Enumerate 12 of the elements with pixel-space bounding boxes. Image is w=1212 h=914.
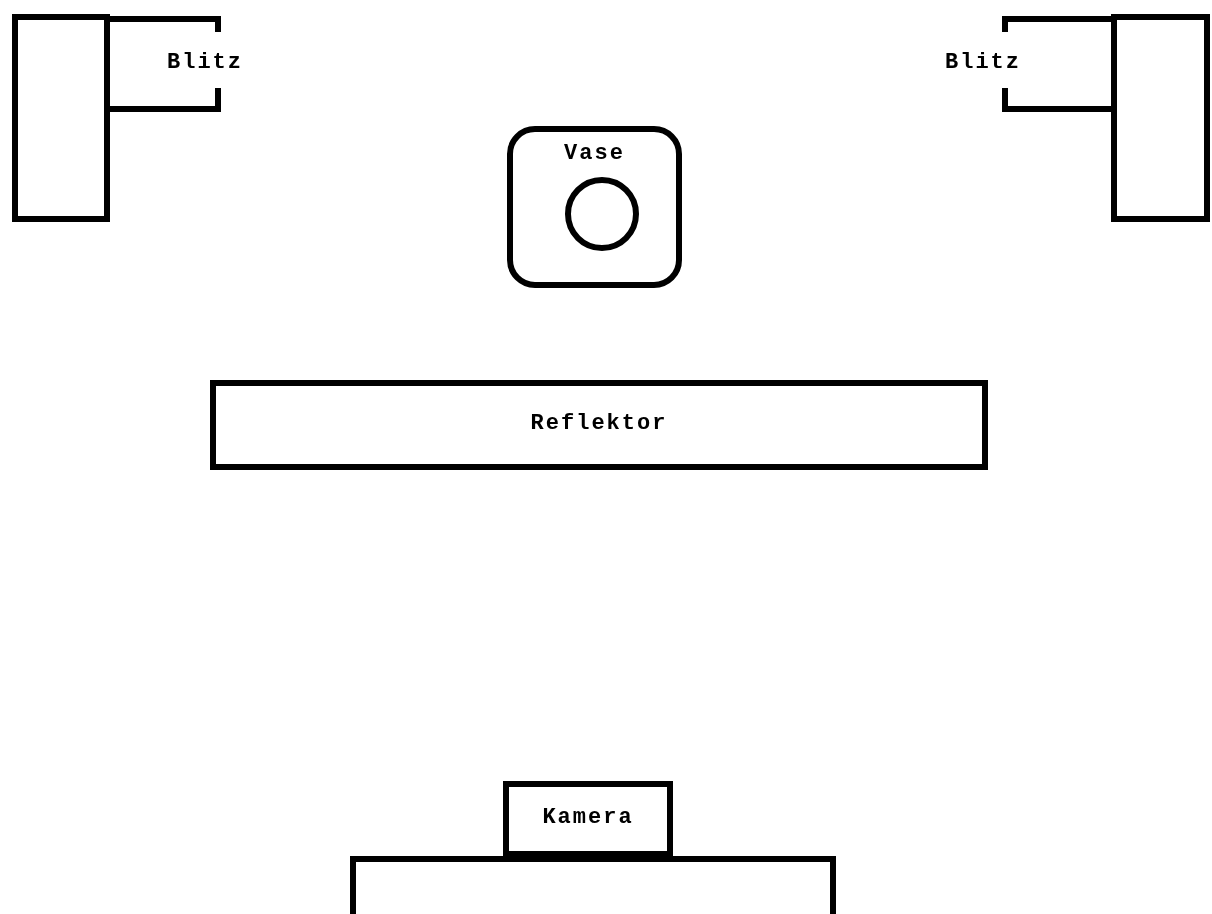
stand-box [12,14,110,222]
reflector-panel [210,380,988,470]
vase-circle [565,177,639,251]
vase-label: Vase [563,141,626,167]
camera-box [503,781,673,857]
camera-label: Kamera [541,805,635,831]
reflector-label: Reflektor [529,411,669,437]
flash-label: Blitz [945,50,1021,76]
table-box [350,856,836,914]
stand-box [1111,14,1210,222]
flash-label: Blitz [167,50,243,76]
vase-box [507,126,682,288]
